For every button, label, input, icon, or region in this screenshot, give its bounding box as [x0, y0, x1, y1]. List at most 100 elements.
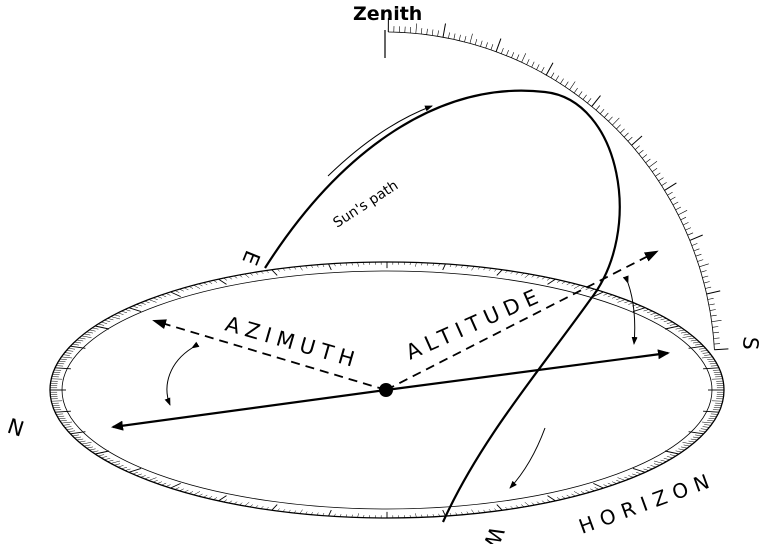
horizon-tick	[84, 445, 90, 446]
horizon-tick	[702, 422, 713, 423]
horizon-tick	[75, 437, 82, 438]
horizon-tick	[681, 447, 687, 448]
altitude-scale-tick	[448, 32, 449, 38]
horizon-tick	[62, 422, 73, 423]
altitude-scale-tick	[517, 55, 519, 61]
horizon-tick	[204, 495, 208, 497]
altitude-scale-tick	[696, 254, 702, 256]
azimuth-angle-arc	[167, 348, 192, 405]
altitude-scale-tick	[699, 264, 709, 267]
altitude-scale-tick	[574, 88, 578, 93]
horizon-tick	[695, 435, 702, 436]
horizon-tick	[590, 289, 594, 291]
horizon-tick	[703, 353, 710, 354]
horizon-tick	[654, 461, 663, 463]
horizon-tick	[166, 293, 171, 295]
altitude-scale-tick	[707, 291, 721, 294]
horizon-tick	[525, 274, 530, 278]
horizon-tick	[79, 338, 85, 339]
horizon-tick	[711, 366, 718, 367]
altitude-scale-tick	[600, 109, 604, 114]
horizon-tick	[702, 357, 713, 358]
horizon-label: HORIZON	[576, 467, 720, 539]
horizon-tick	[137, 474, 142, 476]
horizon-tick	[184, 490, 188, 492]
horizon-tick	[234, 502, 237, 504]
horizon-tick	[162, 483, 167, 485]
horizon-tick	[118, 313, 124, 315]
altitude-scale-tick	[541, 67, 544, 72]
altitude-scale-tick	[688, 233, 694, 235]
altitude-scale-tick	[710, 310, 716, 311]
altitude-scale-tick	[537, 64, 540, 69]
horizon-tick	[557, 497, 561, 499]
altitude-scale-tick	[714, 344, 720, 345]
altitude-label: ALTITUDE	[402, 283, 547, 365]
horizon-tick	[704, 425, 711, 426]
horizon-tick	[72, 435, 79, 436]
altitude-scale-tick	[491, 44, 493, 50]
horizon-tick	[616, 480, 621, 482]
horizon-tick	[676, 328, 682, 329]
altitude-scale-tick	[546, 63, 553, 75]
horizon-tick	[75, 342, 82, 343]
horizon-tick	[145, 477, 150, 479]
horizon-tick	[574, 285, 580, 289]
horizon-tick	[55, 411, 71, 412]
horizon-tick	[153, 298, 158, 300]
horizon-tick	[133, 472, 138, 474]
horizon-tick	[59, 418, 66, 419]
horizon-tick	[87, 332, 93, 333]
altitude-scale-tick	[678, 210, 687, 215]
horizon-tick	[55, 368, 71, 369]
horizon-tick	[92, 451, 98, 452]
horizon-tick	[710, 363, 717, 364]
horizon-tick	[612, 296, 617, 298]
horizon-tick	[114, 464, 120, 466]
horizon-tick	[56, 414, 63, 415]
horizon-tick	[684, 445, 690, 446]
azimuth-label: AZIMUTH	[223, 312, 363, 373]
altitude-scale-tick	[712, 327, 718, 328]
horizon-tick	[415, 513, 416, 517]
horizon-tick	[711, 414, 718, 415]
altitude-scale-tick	[416, 24, 417, 34]
altitude-scale-tick	[496, 39, 501, 52]
horizon-tick	[665, 326, 679, 329]
altitude-scale-tick	[501, 48, 503, 54]
altitude-scale-tick	[470, 34, 473, 44]
horizon-tick	[82, 442, 92, 444]
altitude-scale-tick	[604, 113, 608, 118]
horizon-tick	[443, 264, 446, 270]
horizon-tick	[636, 472, 641, 474]
horizon-tick	[92, 328, 98, 329]
altitude-scale-tick	[475, 39, 477, 45]
horizon-tick	[184, 288, 188, 290]
horizon-tick	[189, 286, 193, 288]
horizon-tick	[98, 455, 104, 456]
altitude-angle-arc	[628, 283, 635, 344]
horizon-tick	[272, 505, 278, 511]
horizon-tick	[204, 283, 208, 285]
horizon-tick	[415, 263, 416, 267]
horizon-tick	[562, 281, 566, 283]
horizon-tick	[108, 318, 114, 320]
horizon-tick	[98, 324, 104, 325]
horizon-tick	[121, 467, 127, 469]
altitude-scale-tick	[522, 53, 526, 62]
sun-motion-arrow-setting	[510, 428, 545, 488]
horizon-tick	[703, 411, 719, 412]
horizon-tick	[111, 317, 120, 319]
altitude-scale-tick	[665, 183, 677, 191]
altitude-scale-tick	[612, 118, 619, 125]
altitude-scale-tick	[579, 91, 583, 96]
horizon-tick	[199, 494, 203, 496]
horizon-tick	[166, 485, 171, 487]
altitude-scale-line	[388, 32, 714, 350]
horizon-tick	[542, 277, 545, 279]
horizon-tick	[586, 490, 590, 492]
horizon-tick	[703, 368, 719, 369]
horizon-tick	[57, 416, 64, 417]
horizon-tick	[82, 336, 92, 338]
altitude-scale-tick	[709, 304, 715, 305]
